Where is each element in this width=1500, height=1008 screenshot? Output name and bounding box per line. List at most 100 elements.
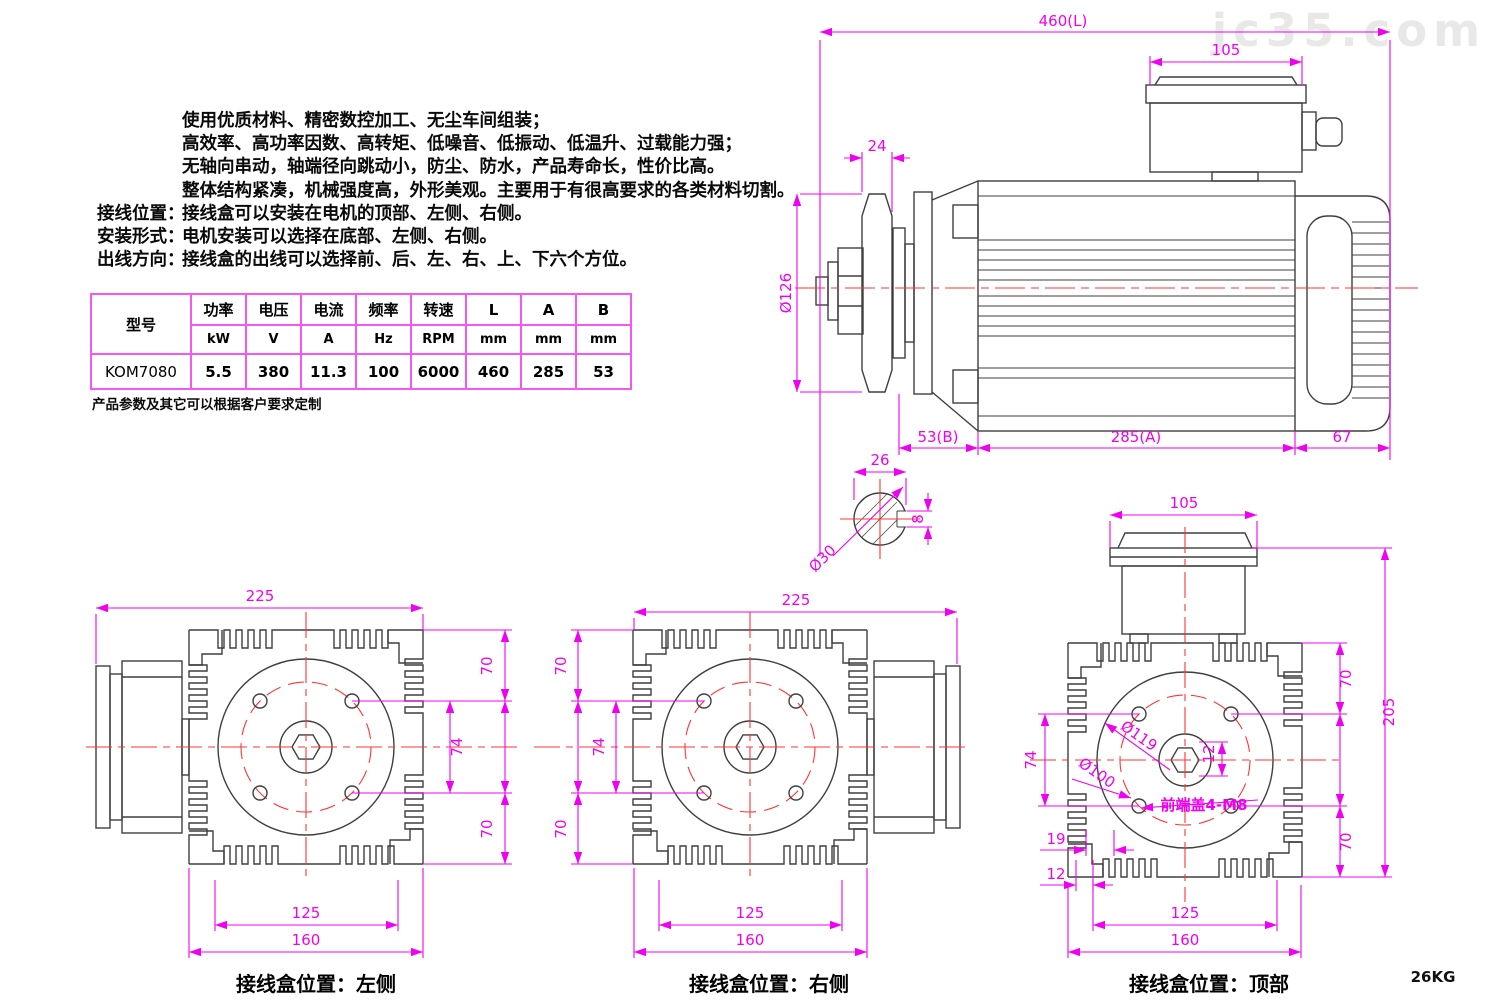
cell-value: 285 bbox=[520, 353, 577, 390]
col-header-model: 型号 bbox=[90, 293, 192, 355]
cell-value: 53 bbox=[575, 353, 632, 390]
end-cover-annotation: 前端盖4-M8 bbox=[1160, 796, 1247, 814]
spec-line: 接线位置： 接线盒可以安装在电机的顶部、左侧、右侧。 bbox=[97, 203, 795, 226]
dim-clamp-width: 24 bbox=[867, 137, 886, 155]
center-lines bbox=[1030, 527, 1340, 902]
col-unit: Hz bbox=[355, 324, 412, 355]
col-unit: mm bbox=[465, 324, 522, 355]
cell-value: 380 bbox=[245, 353, 302, 390]
dim-seg-bottom: 70 bbox=[1337, 832, 1355, 851]
left-view-dimensions: 225 70 74 70 125 160 bbox=[95, 587, 512, 958]
spec-line: 出线方向： 接线盒的出线可以选择前、后、左、右、上、下六个方位。 bbox=[97, 249, 795, 272]
col-unit: mm bbox=[520, 324, 577, 355]
spec-label: 安装形式： bbox=[97, 227, 185, 248]
shaft-dimensions: 26 Ø30 8 bbox=[805, 451, 933, 576]
dim-base: 160 bbox=[292, 931, 321, 949]
feature-line: 高效率、高功率因数、高转矩、低噪音、低振动、低温升、过载能力强； bbox=[182, 134, 742, 155]
junction-box-top bbox=[1109, 532, 1258, 644]
right-view-dimensions: 225 70 74 70 125 160 bbox=[552, 591, 958, 958]
dim-bolt-circle: Ø119 bbox=[1117, 717, 1160, 755]
caption-left-view: 接线盒位置：左侧 bbox=[236, 972, 396, 996]
spec-line: 安装形式： 电机安装可以选择在底部、左侧、右侧。 bbox=[97, 226, 795, 249]
col-unit: RPM bbox=[410, 324, 467, 355]
caption-right-view: 接线盒位置：右侧 bbox=[689, 972, 849, 996]
col-header: 功率 bbox=[190, 293, 247, 326]
feature-line: 整体结构紧凑，机械强度高，外形美观。主要用于有很高要求的各类材料切割。 bbox=[182, 180, 795, 201]
col-header: A bbox=[520, 293, 577, 326]
dim-jbox-width: 105 bbox=[1212, 41, 1241, 59]
dim-blade-diameter: Ø126 bbox=[777, 273, 795, 313]
top-view-dimensions: 105 205 70 70 74 Ø119 Ø100 12 bbox=[1022, 494, 1398, 958]
dim-total-length: 460(L) bbox=[1039, 12, 1088, 30]
feature-line: 无轴向串动，轴端径向跳动小，防尘、防水，产品寿命长，性价比高。 bbox=[182, 157, 725, 178]
caption-top-view: 接线盒位置：顶部 bbox=[1129, 972, 1289, 996]
col-header: 电流 bbox=[300, 293, 357, 326]
front-view-right: 225 70 74 70 125 160 接线盒位置：右侧 bbox=[534, 591, 968, 996]
cell-value: 6000 bbox=[410, 353, 467, 390]
dim-seg-mid: 74 bbox=[590, 737, 608, 756]
shaft-section-detail: 26 Ø30 8 bbox=[805, 451, 933, 576]
dim-rear-length: 67 bbox=[1332, 428, 1351, 446]
dim-seg-mid: 74 bbox=[1022, 750, 1040, 769]
dim-height: 205 bbox=[1380, 698, 1398, 727]
dim-seg-bottom: 70 bbox=[478, 819, 496, 838]
cell-value: 5.5 bbox=[190, 353, 247, 390]
table-units-row: kW V A Hz RPM mm mm mm bbox=[91, 324, 632, 355]
col-header: L bbox=[465, 293, 522, 326]
dim-slot-width: 19 bbox=[1046, 830, 1065, 848]
section-hatching bbox=[854, 493, 906, 545]
cell-value: 460 bbox=[465, 353, 522, 390]
col-header: 电压 bbox=[245, 293, 302, 326]
col-unit: A bbox=[300, 324, 357, 355]
dim-bolt-span: 125 bbox=[736, 904, 765, 922]
dim-seg-top: 70 bbox=[552, 656, 570, 675]
dim-body-length: 285(A) bbox=[1111, 428, 1162, 446]
feature-line: 使用优质材料、精密数控加工、无尘车间组装； bbox=[182, 111, 550, 131]
spec-text: 接线盒可以安装在电机的顶部、左侧、右侧。 bbox=[182, 203, 532, 224]
product-description: 使用优质材料、精密数控加工、无尘车间组装； 高效率、高功率因数、高转矩、低噪音、… bbox=[97, 110, 795, 272]
col-unit: V bbox=[245, 324, 302, 355]
spec-label: 出线方向： bbox=[97, 250, 185, 271]
dim-shaft-flat: 26 bbox=[870, 451, 889, 469]
center-lines bbox=[534, 612, 968, 882]
dim-key-width: 8 bbox=[909, 514, 927, 524]
table-header-row: 型号 功率 电压 电流 频率 转速 L A B bbox=[90, 293, 632, 355]
col-header: B bbox=[575, 293, 632, 326]
shaft-center-lines bbox=[840, 479, 920, 559]
dim-jbox-width: 105 bbox=[1170, 494, 1199, 512]
dim-width: 225 bbox=[782, 591, 811, 609]
dim-seg-mid: 74 bbox=[448, 737, 466, 756]
side-view: 460(L) 105 24 Ø126 53(B) 285(A) 67 bbox=[777, 12, 1418, 556]
cell-model: KOM7080 bbox=[90, 353, 192, 390]
spec-label: 接线位置： bbox=[97, 203, 185, 224]
spec-text: 接线盒的出线可以选择前、后、左、右、上、下六个方位。 bbox=[182, 250, 637, 271]
dim-key-offset: 12 bbox=[1200, 744, 1218, 763]
dim-front-length: 53(B) bbox=[917, 428, 958, 446]
dim-seg-top: 70 bbox=[1337, 669, 1355, 688]
dim-bolt-span: 125 bbox=[1171, 904, 1200, 922]
table-data-row: KOM7080 5.5 380 11.3 100 6000 460 285 53 bbox=[90, 353, 632, 390]
front-view-top: 105 205 70 70 74 Ø119 Ø100 12 bbox=[1022, 494, 1398, 996]
col-header: 频率 bbox=[355, 293, 412, 326]
customization-note: 产品参数及其它可以根据客户要求定制 bbox=[92, 397, 322, 413]
motor-outline bbox=[815, 76, 1391, 432]
dim-seg-bottom: 70 bbox=[552, 819, 570, 838]
col-unit: kW bbox=[190, 324, 247, 355]
dim-slot-offset: 12 bbox=[1046, 865, 1065, 883]
dim-base: 160 bbox=[736, 931, 765, 949]
spec-text: 电机安装可以选择在底部、左侧、右侧。 bbox=[182, 227, 497, 248]
col-unit: mm bbox=[575, 324, 632, 355]
side-view-dimensions: 460(L) 105 24 Ø126 53(B) 285(A) 67 bbox=[777, 12, 1391, 556]
cell-value: 100 bbox=[355, 353, 412, 390]
dim-base: 160 bbox=[1171, 931, 1200, 949]
dim-seg-top: 70 bbox=[478, 656, 496, 675]
cell-value: 11.3 bbox=[300, 353, 357, 390]
dim-bolt-span: 125 bbox=[292, 904, 321, 922]
front-view-left: 225 70 74 70 125 160 接线盒位置：左侧 bbox=[86, 587, 520, 996]
dim-width: 225 bbox=[246, 587, 275, 605]
dim-shaft-diameter: Ø30 bbox=[805, 541, 840, 576]
spec-table: 型号 功率 电压 电流 频率 转速 L A B kW V A Hz RPM mm… bbox=[90, 293, 632, 390]
col-header: 转速 bbox=[410, 293, 467, 326]
